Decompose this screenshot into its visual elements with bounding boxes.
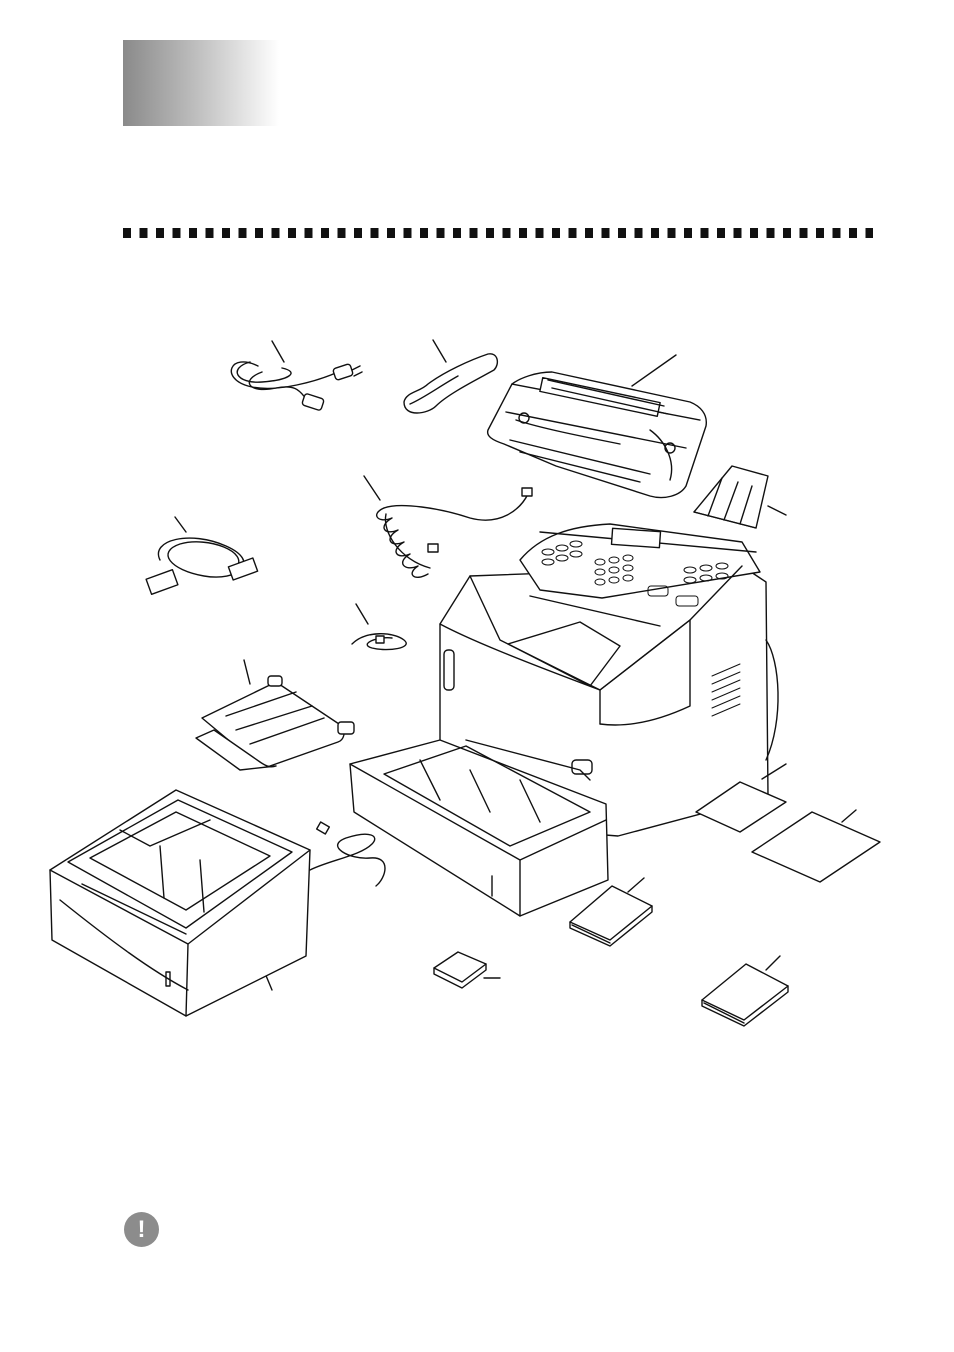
fax-machine-icon (350, 524, 778, 916)
handset-icon (404, 340, 497, 413)
chapter-tab (123, 40, 279, 126)
output-tray-icon (196, 660, 354, 770)
handset-cord-icon (364, 476, 532, 577)
booklet-2-icon (702, 956, 788, 1026)
paper-support-icon (694, 466, 786, 528)
manual-sheet-2-icon (752, 810, 880, 882)
cd-rom-icon (434, 952, 500, 988)
telephone-line-cord-icon (352, 604, 406, 650)
drum-unit-icon (488, 355, 707, 498)
power-cord-icon (231, 341, 362, 411)
package-contents-illustration (0, 320, 954, 1040)
lower-tray-unit-icon (50, 790, 385, 1016)
note-warning-icon: ! (124, 1212, 159, 1247)
interface-cable-icon (146, 517, 258, 594)
section-divider (123, 228, 873, 238)
